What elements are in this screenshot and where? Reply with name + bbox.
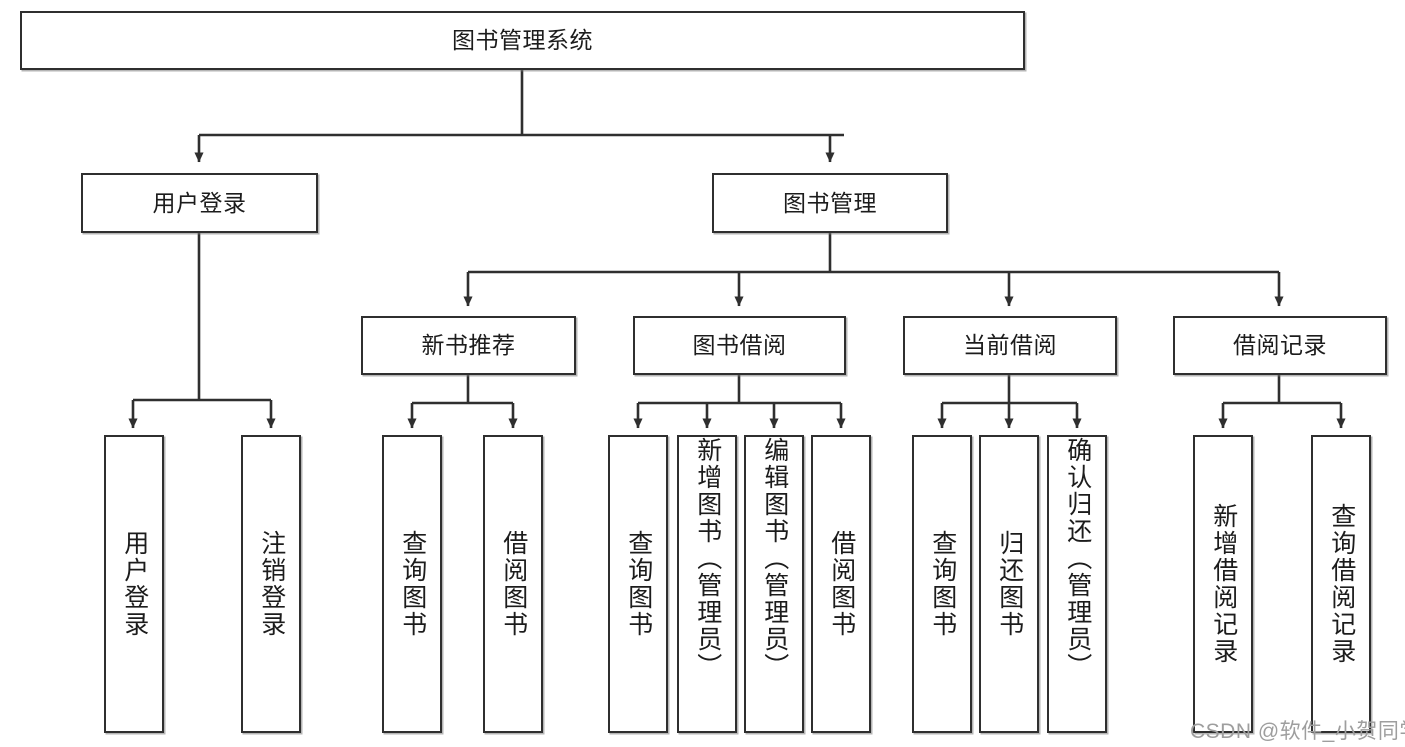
node-leaf-edit-book-label: 编辑图书（管理员）	[760, 437, 789, 680]
node-leaf-return-book-label: 归还图书	[995, 530, 1024, 638]
csdn-watermark: CSDN @软件_小贺同学	[1190, 720, 1405, 743]
node-leaf-add-book-label: 新增图书（管理员）	[693, 437, 722, 680]
node-leaf-query-record[interactable]: 查询借阅记录	[1311, 435, 1371, 733]
node-borrow-record[interactable]: 借阅记录	[1173, 316, 1387, 375]
node-book-borrow-label: 图书借阅	[692, 332, 787, 359]
node-book-borrow[interactable]: 图书借阅	[633, 316, 846, 375]
node-leaf-query-book-3[interactable]: 查询图书	[912, 435, 972, 733]
node-leaf-edit-book[interactable]: 编辑图书（管理员）	[744, 435, 804, 733]
node-new-book-rec[interactable]: 新书推荐	[361, 316, 576, 375]
node-user-login[interactable]: 用户登录	[81, 173, 318, 233]
node-root[interactable]: 图书管理系统	[20, 11, 1025, 70]
node-new-book-rec-label: 新书推荐	[421, 332, 516, 359]
node-leaf-query-book-2[interactable]: 查询图书	[608, 435, 668, 733]
node-book-manage[interactable]: 图书管理	[712, 173, 948, 233]
node-leaf-add-record[interactable]: 新增借阅记录	[1193, 435, 1253, 733]
node-root-label: 图书管理系统	[452, 27, 593, 54]
node-leaf-logout-label: 注销登录	[257, 530, 286, 638]
node-leaf-query-book-3-label: 查询图书	[928, 530, 957, 638]
node-leaf-query-record-label: 查询借阅记录	[1327, 503, 1356, 665]
node-user-login-label: 用户登录	[152, 189, 247, 216]
node-leaf-query-book-1[interactable]: 查询图书	[382, 435, 442, 733]
node-leaf-return-book[interactable]: 归还图书	[979, 435, 1039, 733]
node-leaf-user-login-label: 用户登录	[120, 530, 149, 638]
node-leaf-confirm-return[interactable]: 确认归还（管理员）	[1047, 435, 1107, 733]
node-leaf-user-login[interactable]: 用户登录	[104, 435, 164, 733]
node-leaf-borrow-book-1[interactable]: 借阅图书	[483, 435, 543, 733]
node-current-borrow[interactable]: 当前借阅	[903, 316, 1117, 375]
node-leaf-borrow-book-2[interactable]: 借阅图书	[811, 435, 871, 733]
node-leaf-add-record-label: 新增借阅记录	[1209, 503, 1238, 665]
node-leaf-borrow-book-1-label: 借阅图书	[499, 530, 528, 638]
node-borrow-record-label: 借阅记录	[1233, 332, 1327, 359]
node-leaf-confirm-return-label: 确认归还（管理员）	[1063, 437, 1092, 680]
node-leaf-logout[interactable]: 注销登录	[241, 435, 301, 733]
node-leaf-query-book-2-label: 查询图书	[624, 530, 653, 638]
node-leaf-borrow-book-2-label: 借阅图书	[827, 530, 856, 638]
node-book-manage-label: 图书管理	[783, 189, 877, 216]
node-leaf-add-book[interactable]: 新增图书（管理员）	[677, 435, 737, 733]
node-current-borrow-label: 当前借阅	[963, 332, 1057, 359]
node-leaf-query-book-1-label: 查询图书	[398, 530, 427, 638]
